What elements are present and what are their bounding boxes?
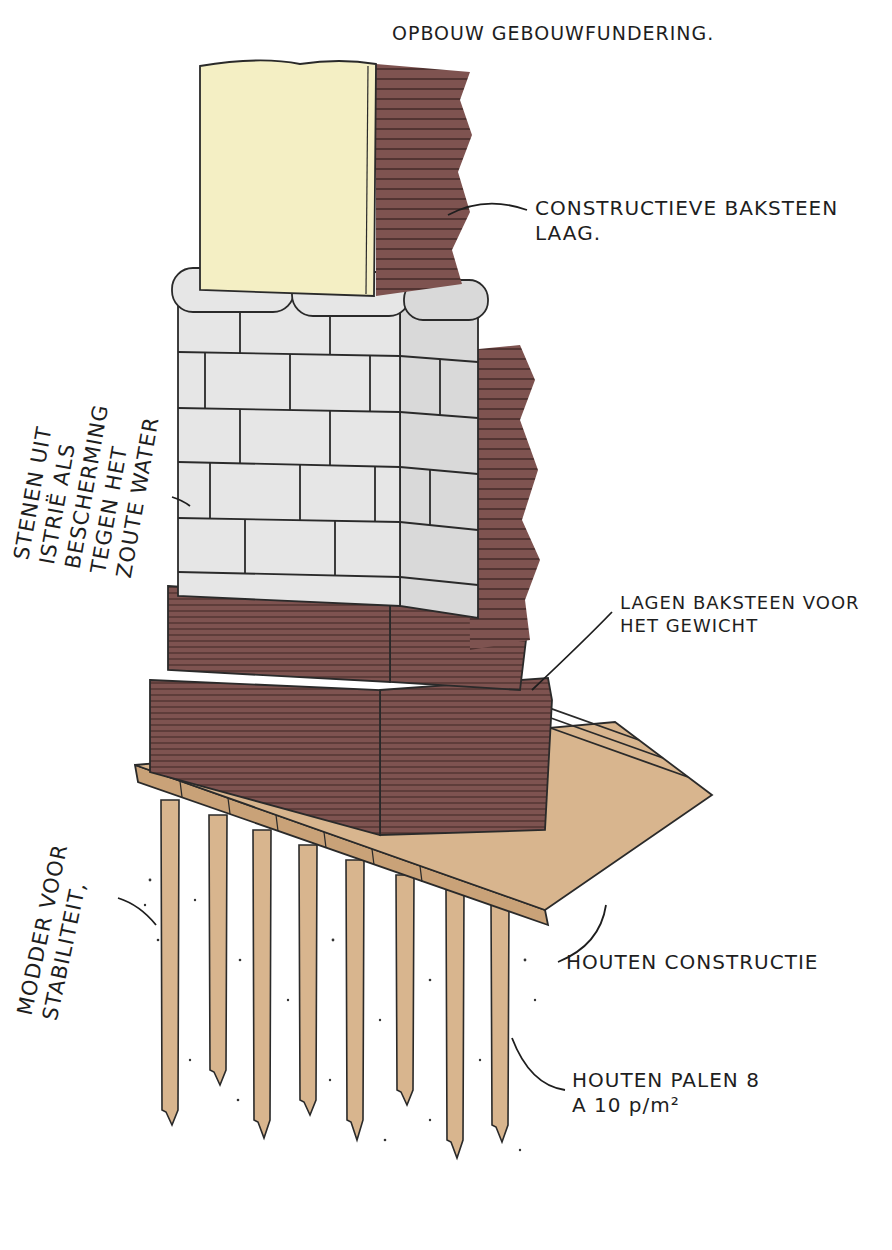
istrian-stone <box>172 268 488 618</box>
part-label: CONSTRUCTIEVE BAKSTEEN LAAG. <box>535 196 865 246</box>
diagram-title: OPBOUW GEBOUWFUNDERING. <box>392 22 714 46</box>
upper-wall <box>200 60 472 296</box>
part-label: HOUTEN CONSTRUCTIE <box>566 950 818 975</box>
part-label: STENEN UIT ISTRIË ALS BESCHERMING TEGEN … <box>8 380 167 580</box>
mud-dots <box>144 879 536 1152</box>
leader-lines <box>118 204 612 1090</box>
part-label: HOUTEN PALEN 8 A 10 p/m² <box>572 1068 772 1118</box>
part-label: MODDER VOOR STABILITEIT, <box>12 777 113 1023</box>
part-label: LAGEN BAKSTEEN VOOR HET GEWICHT <box>620 592 875 637</box>
